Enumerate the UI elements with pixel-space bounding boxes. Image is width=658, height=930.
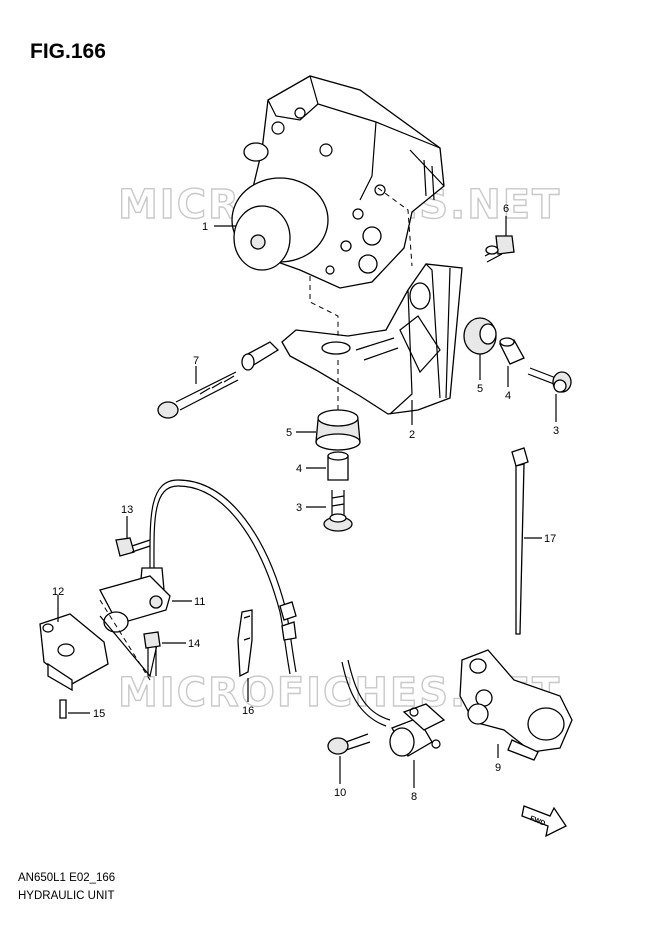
callout-3-bottom: 3 bbox=[296, 502, 302, 514]
diagram-code: AN650L1 E02_166 bbox=[18, 872, 116, 884]
hydraulic-unit bbox=[231, 75, 445, 289]
callout-13: 13 bbox=[121, 504, 133, 516]
callout-17: 17 bbox=[544, 533, 556, 545]
callout-5-bottom: 5 bbox=[286, 427, 292, 439]
callout-16: 16 bbox=[242, 705, 254, 717]
callout-4-bottom: 4 bbox=[296, 463, 302, 475]
bolt-10 bbox=[327, 733, 371, 755]
callout-10: 10 bbox=[334, 787, 346, 799]
callout-15: 15 bbox=[93, 708, 105, 720]
callout-1: 1 bbox=[202, 221, 208, 233]
callout-8: 8 bbox=[411, 791, 417, 803]
sensor-assembly-12 bbox=[39, 575, 171, 692]
callout-2: 2 bbox=[409, 429, 415, 441]
sensor-8 bbox=[341, 659, 446, 757]
callout-5-right: 5 bbox=[477, 383, 483, 395]
bolt-13 bbox=[115, 537, 151, 557]
callout-3-right: 3 bbox=[553, 425, 559, 437]
pin-15 bbox=[59, 699, 67, 719]
diagram-title: HYDRAULIC UNIT bbox=[18, 890, 115, 902]
direction-fwd-arrow: FWD bbox=[521, 805, 567, 838]
cable-tie-17 bbox=[511, 447, 529, 635]
callout-6: 6 bbox=[503, 203, 509, 215]
sensor-lead-11 bbox=[139, 479, 297, 675]
bolt-3-right bbox=[527, 367, 572, 393]
callout-7: 7 bbox=[193, 355, 199, 367]
bolt-3-bottom bbox=[323, 490, 353, 532]
bolt-6 bbox=[484, 235, 515, 263]
clamp-16 bbox=[237, 609, 253, 678]
bolt-14 bbox=[143, 631, 161, 676]
callout-4-right: 4 bbox=[505, 390, 511, 402]
collar-4-bottom bbox=[327, 451, 349, 481]
bolt-7 bbox=[157, 371, 239, 419]
leader-lines bbox=[57, 216, 557, 788]
figure-title: FIG.166 bbox=[30, 40, 106, 63]
grommet-5-bottom bbox=[315, 409, 361, 451]
callout-11: 11 bbox=[194, 596, 205, 608]
callout-12: 12 bbox=[52, 586, 64, 598]
grommet-5-right bbox=[463, 317, 497, 355]
callout-14: 14 bbox=[188, 638, 200, 650]
bracket bbox=[241, 263, 463, 415]
collar-4-right bbox=[499, 337, 525, 365]
callout-9: 9 bbox=[495, 762, 501, 774]
bracket-9 bbox=[459, 649, 573, 761]
